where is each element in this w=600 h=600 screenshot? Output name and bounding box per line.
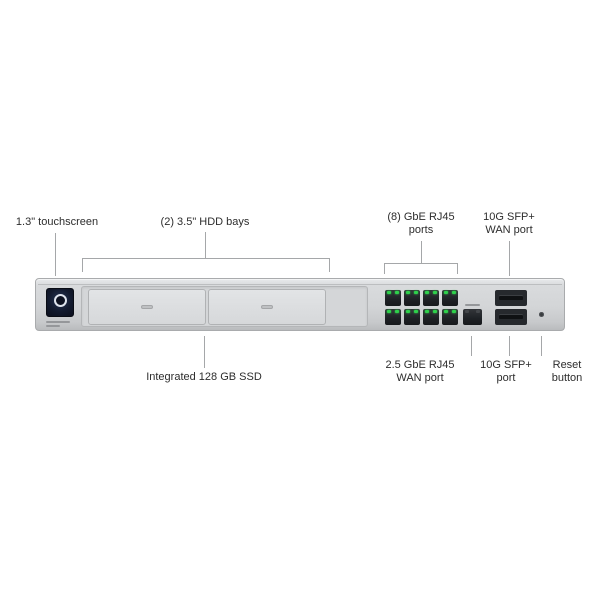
rj45-port [423, 309, 439, 325]
touchscreen-display [46, 288, 74, 317]
rj45-port-grid [385, 290, 458, 325]
sfp-wan-port [495, 290, 527, 306]
callout-sfp-lan-port: 10G SFP+ port [480, 359, 532, 384]
callout-bracket-rj45 [384, 263, 458, 274]
wan-port-print [465, 304, 480, 306]
reset-button [539, 312, 544, 317]
callout-sfp-wan-port: 10G SFP+ WAN port [483, 211, 535, 236]
device-chassis [35, 278, 565, 331]
rj45-port [385, 290, 401, 306]
chassis-print [46, 325, 60, 327]
hdd-bay-2 [208, 289, 326, 325]
callout-rj45-ports: (8) GbE RJ45 ports [387, 211, 455, 236]
callout-ssd: Integrated 128 GB SSD [146, 371, 262, 383]
bay-latch-icon [141, 305, 153, 309]
screen-dial-icon [54, 294, 67, 307]
rj45-port [385, 309, 401, 325]
callout-wan-port: 2.5 GbE RJ45 WAN port [385, 359, 455, 384]
chassis-seam [38, 284, 562, 285]
rj45-port [442, 309, 458, 325]
rj45-port [404, 290, 420, 306]
rj45-port [404, 309, 420, 325]
rj45-port [442, 290, 458, 306]
callout-reset-button: Reset button [551, 359, 583, 384]
rj45-port [423, 290, 439, 306]
wan-rj45-port [463, 309, 482, 325]
chassis-print [46, 321, 70, 323]
callout-bracket-hdd [82, 258, 330, 272]
callout-touchscreen: 1.3" touchscreen [15, 216, 99, 228]
bay-latch-icon [261, 305, 273, 309]
hdd-bay-1 [88, 289, 206, 325]
callout-hdd-bays: (2) 3.5" HDD bays [160, 216, 250, 228]
sfp-lan-port [495, 309, 527, 325]
